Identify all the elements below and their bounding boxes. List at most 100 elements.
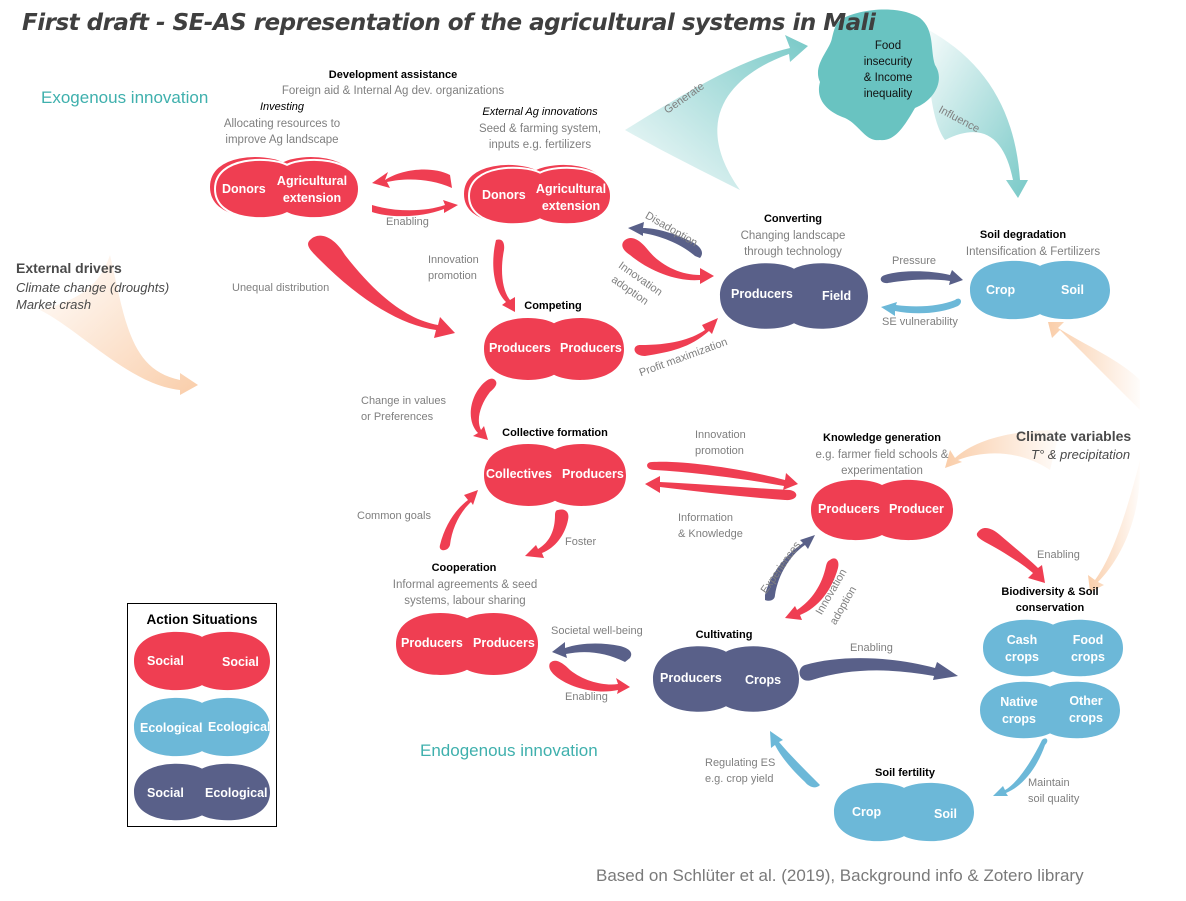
other-line1: Other	[1069, 694, 1103, 708]
legend-se-left: Social	[147, 786, 184, 800]
external-drivers-line2: Market crash	[16, 297, 92, 312]
climate-variables-heading: Climate variables	[1016, 428, 1132, 444]
arrow-societal	[552, 642, 632, 662]
unequal-distribution-label: Unequal distribution	[232, 282, 330, 294]
dark-arrows	[552, 222, 963, 681]
external-ag-sub1: Seed & farming system,	[478, 123, 602, 135]
cooperation-left: Producers	[401, 636, 463, 650]
collective-formation-heading: Collective formation	[502, 427, 608, 439]
external-drivers-arrow	[40, 255, 198, 395]
cultivating-blob	[653, 646, 799, 712]
societal-well-being-label: Societal well-being	[551, 625, 643, 637]
food-insecurity-line: inequality	[863, 88, 913, 100]
arrow-change-values	[470, 378, 497, 440]
competing-left: Producers	[489, 341, 551, 355]
native-line1: Native	[1000, 695, 1038, 709]
development-assistance-subtitle: Foreign aid & Internal Ag dev. organizat…	[281, 85, 505, 97]
arrow-unequal-distribution	[308, 235, 455, 338]
soil-fertility-right: Soil	[934, 807, 957, 821]
arrow-enabling-coop	[549, 660, 630, 694]
endogenous-innovation-label: Endogenous innovation	[420, 741, 598, 760]
collective-formation-right: Producers	[562, 467, 624, 481]
enabling-coop-label: Enabling	[565, 691, 608, 703]
competing-heading: Competing	[524, 300, 582, 312]
biodiversity-food: Food crops	[1058, 632, 1118, 666]
arrow-common-goals	[439, 490, 478, 551]
arrow-innovation-promotion-2	[647, 461, 798, 490]
knowledge-generation-heading: Knowledge generation	[823, 432, 941, 444]
food-line2: crops	[1070, 650, 1106, 664]
cash-line1: Cash	[1006, 633, 1038, 647]
biodiversity-top-blob	[983, 619, 1123, 677]
enabling-knowledge-label: Enabling	[1037, 549, 1080, 561]
soil-degradation-sub1: Intensification & Fertilizers	[965, 246, 1101, 258]
soil-fertility-blob	[834, 782, 974, 842]
legend-title: Action Situations	[146, 612, 258, 627]
investing-right-line1: Agricultural	[276, 174, 348, 188]
biodiversity-cash: Cash crops	[992, 632, 1052, 666]
collective-formation-left: Collectives	[486, 467, 553, 481]
native-line2: crops	[1001, 712, 1037, 726]
external-ag-heading: External Ag innovations	[482, 106, 598, 118]
legend-ecological-blob	[134, 697, 270, 757]
change-values-label-a: Change in values	[361, 395, 447, 407]
arrow-innovation-adoption-2	[785, 558, 839, 620]
external-ag-right-line1: Agricultural	[535, 182, 607, 196]
investing-blob	[213, 158, 361, 220]
arrow-information-knowledge	[645, 476, 797, 501]
external-drivers-heading: External drivers	[16, 260, 122, 276]
converting-sub2: through technology	[744, 246, 842, 258]
external-ag-right: Agricultural extension	[531, 181, 611, 215]
legend-ecological-right: Ecological	[208, 720, 271, 734]
information-label-b: & Knowledge	[678, 528, 743, 540]
biodiversity-native: Native crops	[989, 694, 1049, 728]
soil-degradation-heading: Soil degradation	[979, 229, 1067, 241]
knowledge-generation-sub1: e.g. farmer field schools &	[815, 449, 949, 461]
arrow-innovation-promotion	[493, 239, 515, 312]
development-assistance-heading: Development assistance	[328, 69, 458, 81]
innovation-promotion-label-1b: promotion	[428, 270, 477, 282]
influence-arrow	[925, 28, 1028, 198]
regulating-label-a: Regulating ES	[705, 757, 776, 769]
external-ag-sub2: inputs e.g. fertilizers	[488, 139, 592, 151]
converting-left: Producers	[731, 287, 793, 301]
change-values-label-b: or Preferences	[361, 411, 434, 423]
external-drivers-line1: Climate change (droughts)	[16, 280, 170, 295]
cooperation-sub1: Informal agreements & seed	[392, 579, 538, 591]
cooperation-sub2: systems, labour sharing	[404, 595, 526, 607]
arrow-se-vulnerability	[881, 298, 962, 316]
foster-label: Foster	[565, 536, 597, 548]
action-situation-blobs	[134, 155, 1123, 842]
cash-line2: crops	[1004, 650, 1040, 664]
knowledge-generation-sub2: experimentation	[841, 465, 923, 477]
arrow-disadoption	[628, 222, 703, 258]
climate-to-knowledge-arrow	[945, 430, 1060, 470]
arrow-foster	[525, 509, 569, 558]
food-insecurity-line: Food	[874, 40, 902, 52]
knowledge-generation-blob	[811, 479, 953, 541]
collective-formation-blob	[484, 444, 626, 506]
cultivating-right: Crops	[745, 673, 782, 687]
arrow-innovation-adoption	[622, 238, 714, 284]
climate-variables-subtitle: T° & precipitation	[1031, 447, 1131, 462]
cooperation-heading: Cooperation	[431, 562, 497, 574]
maintain-label-a: Maintain	[1028, 777, 1070, 789]
food-insecurity-line: insecurity	[863, 56, 913, 68]
arrow-experiences	[765, 535, 815, 601]
external-ag-left: Donors	[482, 188, 526, 202]
investing-heading: Investing	[259, 101, 305, 113]
enabling-cult-label: Enabling	[850, 642, 893, 654]
biodiversity-heading2: conservation	[1015, 602, 1085, 614]
cultivating-left: Producers	[660, 671, 722, 685]
legend-social-blob	[134, 631, 270, 691]
knowledge-generation-right: Producer	[889, 502, 944, 516]
converting-right: Field	[822, 289, 852, 303]
information-label-a: Information	[678, 512, 734, 524]
cooperation-right: Producers	[473, 636, 535, 650]
se-vulnerability-label: SE vulnerability	[882, 316, 958, 328]
food-line1: Food	[1072, 633, 1104, 647]
arrow-profit-maximization	[634, 318, 718, 356]
biodiversity-bottom-blob	[980, 681, 1120, 739]
climate-to-soil-degradation-arrow	[1048, 322, 1140, 410]
legend-se-right: Ecological	[205, 786, 268, 800]
